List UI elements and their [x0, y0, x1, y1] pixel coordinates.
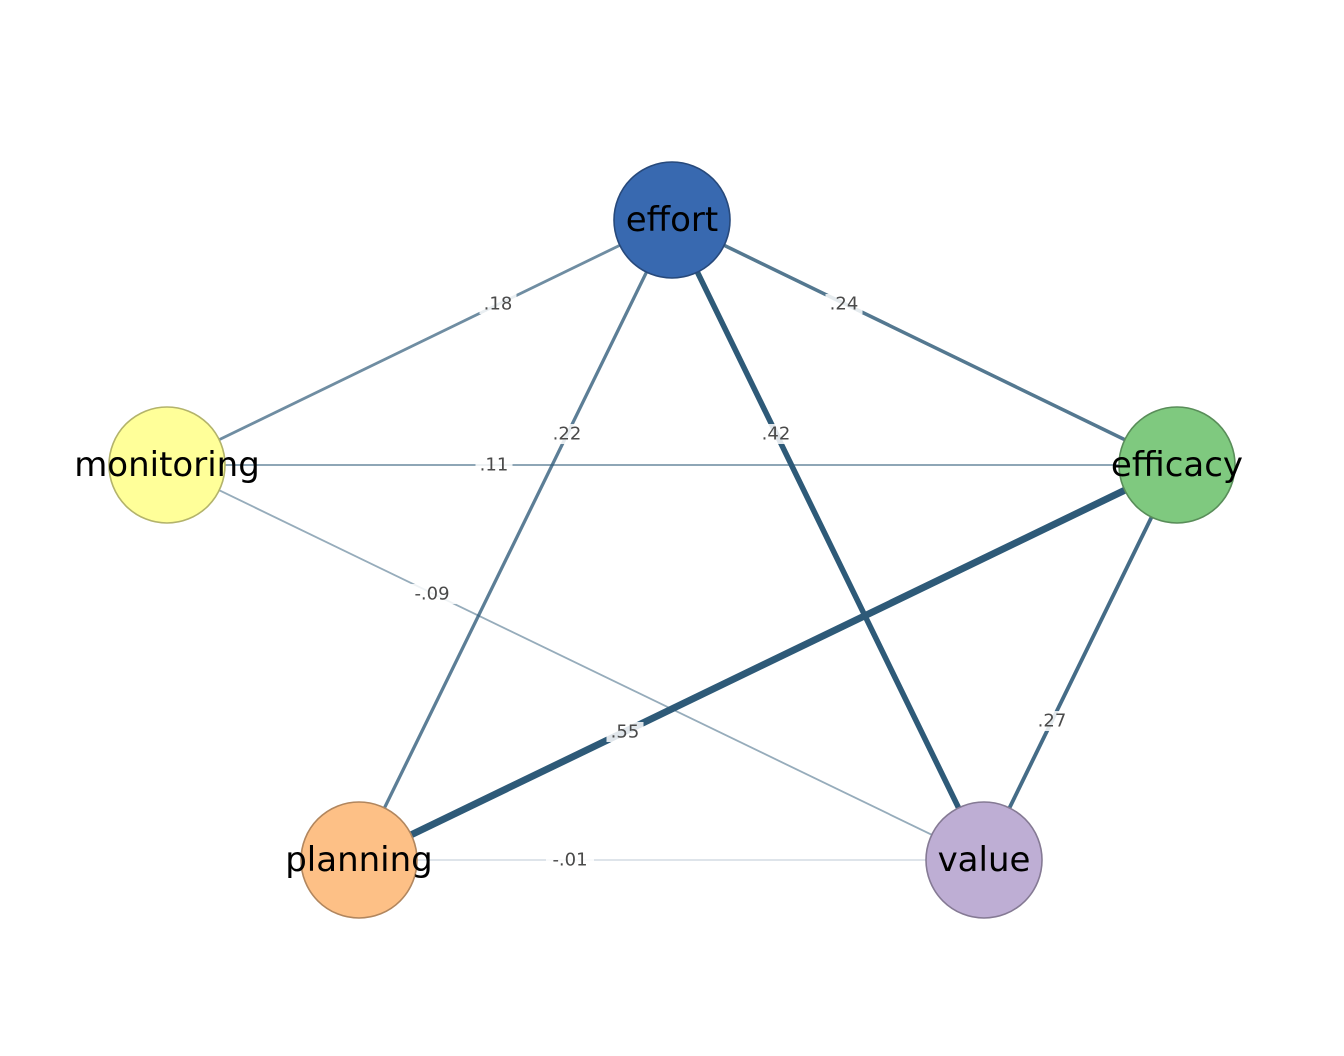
- edge-weight-label: .11: [480, 455, 509, 476]
- edge-weight-label: -.01: [552, 850, 587, 871]
- edge-labels-layer: .18 .24 .22 .42 .11 -.09 .55 .27 -.01: [408, 294, 1071, 871]
- edge-label-background: [408, 584, 456, 604]
- edge-weight-label: .18: [484, 294, 513, 315]
- edge-weight-label: -.09: [414, 584, 449, 605]
- edge-effort-planning: [357, 219, 674, 861]
- edge-monitoring-value: [166, 464, 985, 861]
- edge-label-background: [475, 455, 513, 475]
- node-monitoring: [108, 406, 226, 524]
- node-effort: [613, 161, 731, 279]
- edge-label-background: [825, 294, 863, 314]
- edge-efficacy-value: [982, 464, 1179, 861]
- edge-efficacy-planning: [357, 461, 1179, 864]
- edge-label-background: [1033, 711, 1071, 731]
- edge-weight-label: .24: [830, 294, 859, 315]
- edge-label-background: [546, 850, 594, 870]
- edge-weight-label: .27: [1038, 711, 1067, 732]
- edge-label-background: [548, 424, 586, 444]
- nodes-layer: effort efficacy value planning monitoring: [74, 161, 1243, 919]
- node-efficacy: [1118, 406, 1236, 524]
- edge-label-background: [606, 722, 644, 742]
- edge-label-background: [479, 294, 517, 314]
- edge-effort-value: [669, 218, 987, 862]
- edge-weight-label: .42: [762, 424, 791, 445]
- edge-effort-monitoring: [166, 218, 673, 467]
- node-label-monitoring: monitoring: [74, 445, 260, 485]
- edges-layer: [166, 218, 1179, 864]
- node-label-value: value: [938, 840, 1031, 880]
- edge-effort-efficacy: [671, 218, 1178, 467]
- edge-weight-label: .55: [611, 722, 640, 743]
- node-planning: [300, 801, 418, 919]
- edge-weight-label: .22: [553, 424, 582, 445]
- node-label-efficacy: efficacy: [1111, 445, 1243, 485]
- node-label-planning: planning: [285, 840, 433, 880]
- node-label-effort: effort: [626, 200, 718, 240]
- node-value: [925, 801, 1043, 919]
- edge-label-background: [757, 424, 795, 444]
